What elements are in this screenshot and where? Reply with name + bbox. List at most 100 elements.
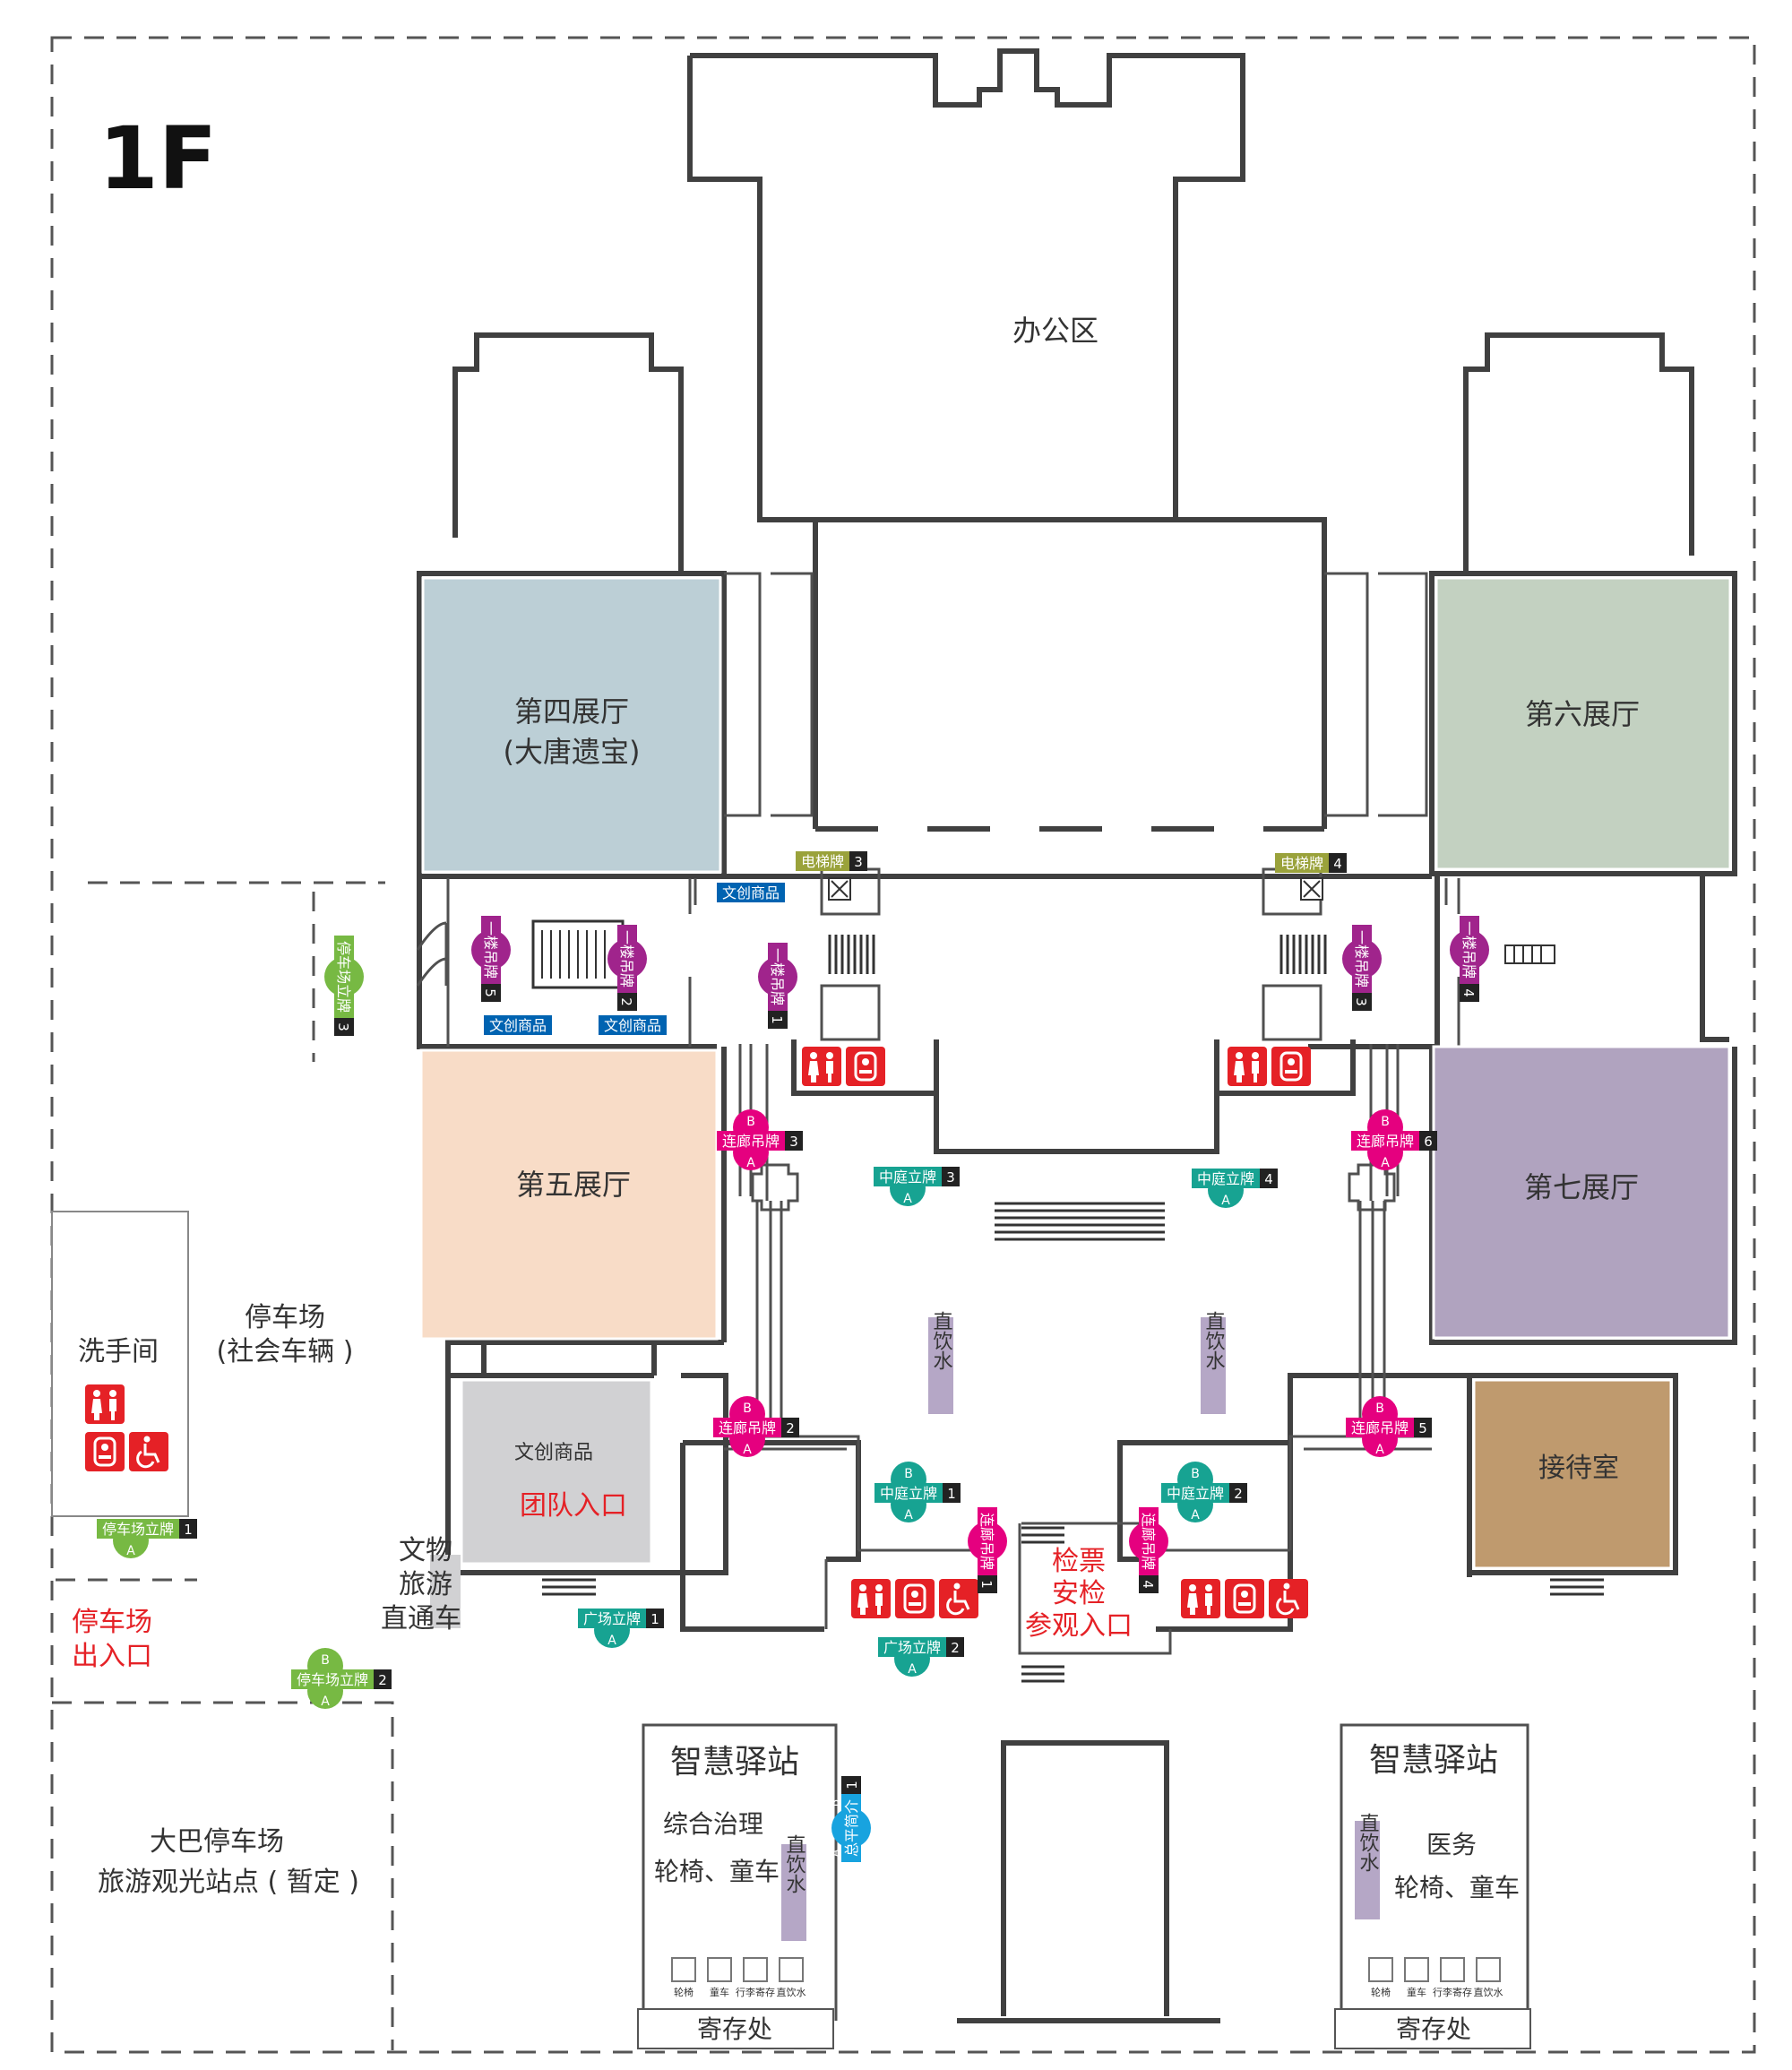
svg-text:A: A [908,1662,917,1677]
stroller-icon [1404,1957,1429,1982]
svg-text:A: A [1375,1443,1384,1457]
svg-text:综合治理: 综合治理 [663,1809,763,1839]
water-dispenser[interactable]: 直饮水 [928,1311,953,1414]
svg-text:4: 4 [1264,1171,1273,1187]
water-icon [779,1957,804,1982]
restroom-group[interactable] [851,1577,980,1620]
svg-text:广场立牌: 广场立牌 [883,1639,941,1656]
svg-text:行李寄存: 行李寄存 [1433,1986,1472,1998]
hall-7[interactable]: 第七展厅 [1432,1045,1731,1340]
restroom-group[interactable] [1228,1045,1313,1088]
male-female-restroom-icon [851,1579,891,1618]
svg-text:4: 4 [1460,988,1477,997]
storage-label: 寄存处 [1396,2014,1471,2044]
shop-room[interactable]: 文创商品 团队入口 [460,1378,653,1565]
svg-text:5: 5 [482,988,498,997]
svg-text:停车场: 停车场 [245,1302,325,1333]
hall-5-label: 第五展厅 [516,1168,631,1202]
storage-box [637,2008,834,2049]
svg-text:B: B [1479,971,1492,979]
svg-text:A: A [126,1544,135,1558]
svg-text:5: 5 [1418,1420,1427,1436]
office-label: 办公区 [1012,314,1098,348]
svg-text:3: 3 [1353,997,1369,1006]
svg-text:中庭立牌: 中庭立牌 [1167,1485,1224,1502]
svg-text:中庭立牌: 中庭立牌 [879,1169,936,1186]
svg-text:1: 1 [650,1611,659,1627]
male-female-restroom-icon [802,1047,841,1086]
bus-parking[interactable]: 大巴停车场 旅游观光站点 ( 暂定 ) [52,1701,394,2050]
svg-text:A: A [1159,1513,1171,1521]
plaza-sign[interactable]: A 广场立牌 2 [878,1637,964,1677]
group-entrance-label: 团队入口 [520,1490,627,1522]
svg-text:2: 2 [951,1640,960,1656]
luggage-icon [743,1957,768,1982]
svg-text:连廊吊牌: 连廊吊牌 [719,1419,776,1436]
svg-text:A: A [637,930,650,938]
shop-sign[interactable]: 文创商品 [717,883,785,902]
hall-6[interactable]: 第六展厅 [1434,576,1732,871]
svg-text:参观入口: 参观入口 [1025,1610,1133,1642]
svg-text:大巴停车场: 大巴停车场 [150,1826,284,1858]
svg-text:B: B [501,971,513,979]
smart-station-right[interactable]: 智慧驿站 直饮水 医务 轮椅、童车 轮椅 童车 行李寄存 直饮水 寄存处 [1334,1723,1531,2049]
accessible-toilet-icon [1267,1577,1310,1620]
baby-care-icon [844,1045,887,1088]
male-female-restroom-icon [1181,1579,1220,1618]
shop-sign[interactable]: 文创商品 [599,1015,667,1035]
wheelchair-icon [1368,1957,1393,1982]
reception-label: 接待室 [1538,1453,1619,1484]
water-dispenser[interactable] [1355,1821,1380,1919]
svg-text:3: 3 [946,1169,955,1186]
elevator-icon [828,877,851,901]
water-dispenser[interactable]: 直饮水 [1201,1311,1226,1414]
smart-station-left[interactable]: 智慧驿站 综合治理 轮椅、童车 直饮水 轮椅 童车 行李寄存 直饮水 寄存处 [637,1723,838,2049]
svg-text:B: B [997,1563,1010,1570]
hall-5[interactable]: 第五展厅 [419,1048,719,1341]
svg-text:轮椅、童车: 轮椅、童车 [654,1857,780,1886]
svg-text:B: B [743,1402,752,1416]
water-icon [1476,1957,1501,1982]
shop-sign[interactable]: 文创商品 [484,1015,552,1035]
escalator-icon [1279,933,1327,976]
hall-4[interactable]: 第四展厅 (大唐遗宝) [421,576,722,874]
svg-text:停车场立牌: 停车场立牌 [102,1521,174,1538]
water-dispenser[interactable] [781,1844,806,1941]
hall-4-label: 第四展厅 [514,694,629,729]
svg-text:文创商品: 文创商品 [489,1017,547,1034]
svg-text:B: B [829,1799,841,1807]
shuttle-stop[interactable]: 文物 旅游 直通车 [381,1535,461,1634]
restroom-group[interactable] [802,1045,887,1088]
svg-text:出入口: 出入口 [72,1641,152,1672]
svg-text:1: 1 [844,1781,860,1790]
restroom-group[interactable] [1181,1577,1310,1620]
svg-text:检票: 检票 [1052,1546,1106,1577]
svg-text:3: 3 [854,854,863,870]
building-walls [416,48,1737,1655]
washroom-box[interactable]: 洗手间 [51,1211,189,1517]
water-label: 直饮水 [1357,1813,1380,1872]
reception-room[interactable]: 接待室 [1472,1378,1673,1570]
